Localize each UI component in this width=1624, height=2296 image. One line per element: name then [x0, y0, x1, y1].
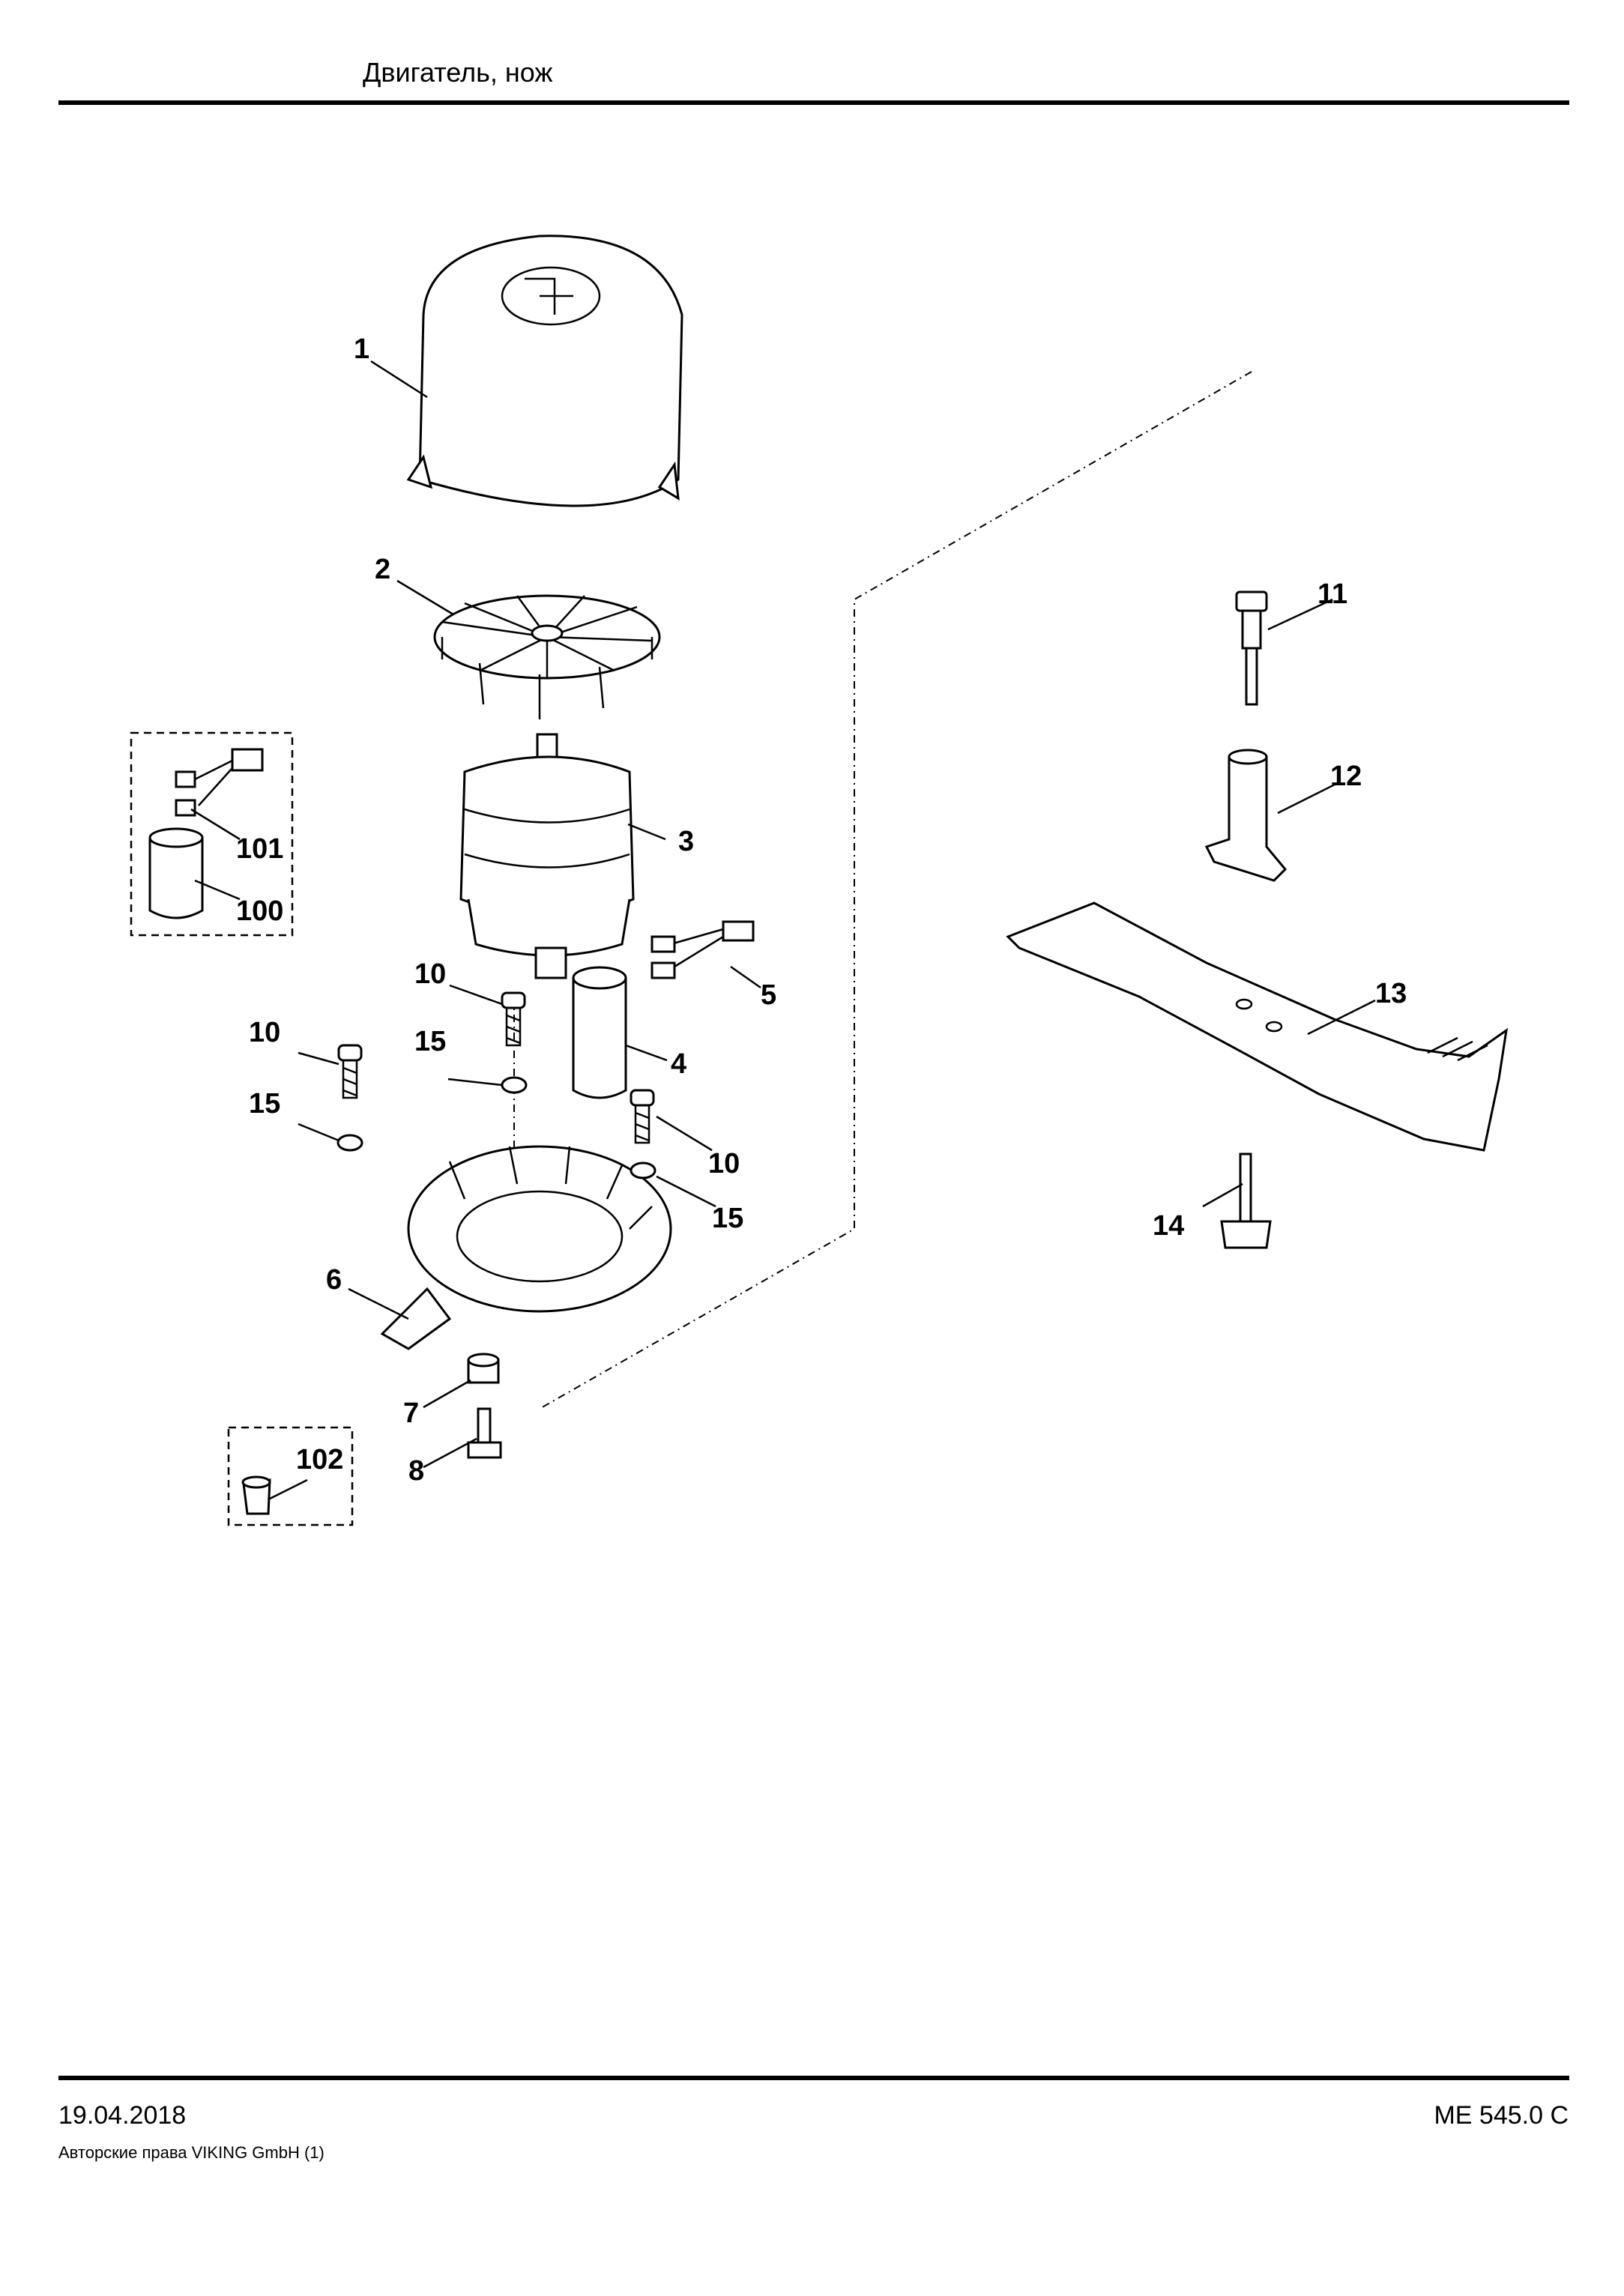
bolt-8-part [467, 1407, 502, 1459]
capacitor-100-part [148, 827, 204, 919]
wire-connector-part [650, 920, 755, 979]
callout-1: 1 [354, 333, 369, 365]
callout-102: 102 [296, 1444, 343, 1475]
callout-13: 13 [1375, 978, 1407, 1009]
callout-5: 5 [761, 979, 776, 1011]
blade-adapter-12-part [1204, 749, 1288, 882]
screw-10-middle [501, 991, 526, 1047]
nut-7-part [467, 1353, 500, 1384]
cable-101-part [175, 748, 264, 817]
motor-cover-part [406, 235, 683, 507]
footer-date: 19.04.2018 [58, 2101, 187, 2130]
blade-13-part [1006, 901, 1509, 1152]
callout-12: 12 [1330, 761, 1362, 792]
footer-model-code: ME 545.0 C [1434, 2101, 1569, 2130]
callout-8: 8 [408, 1455, 424, 1487]
callout-11: 11 [1317, 578, 1347, 610]
callout-101: 101 [236, 833, 283, 865]
callout-14: 14 [1153, 1210, 1184, 1242]
washer-15-left [336, 1134, 363, 1152]
callout-15-middle: 15 [414, 1026, 446, 1057]
screw-10-right [630, 1089, 655, 1144]
callout-100: 100 [236, 895, 283, 927]
blade-bolt-14-part [1220, 1152, 1272, 1249]
callout-10-right: 10 [708, 1148, 740, 1179]
washer-15-right [630, 1161, 656, 1179]
callout-10-middle: 10 [414, 958, 446, 990]
page-title: Двигатель, нож [363, 57, 553, 88]
option-box-102 [227, 1426, 354, 1526]
pin-11-part [1235, 590, 1268, 706]
callout-15-right: 15 [712, 1203, 743, 1234]
motor-part [459, 733, 635, 979]
cap-102-part [241, 1475, 271, 1515]
motor-mount-part [380, 1145, 672, 1350]
callout-10-left: 10 [249, 1017, 280, 1048]
capacitor-part [572, 966, 627, 1099]
callout-6: 6 [326, 1264, 342, 1296]
leader-lines [190, 360, 1376, 1500]
washer-15-middle [501, 1076, 528, 1094]
callout-4: 4 [671, 1048, 686, 1080]
fan-part [433, 594, 661, 719]
screw-10-left [337, 1044, 363, 1099]
option-box-100-101 [130, 731, 294, 937]
header-divider [58, 100, 1569, 105]
callout-7: 7 [403, 1398, 419, 1429]
callout-2: 2 [375, 554, 390, 585]
callout-3: 3 [678, 826, 694, 857]
callout-15-left: 15 [249, 1088, 280, 1120]
footer-copyright: Авторские права VIKING GmbH (1) [58, 2143, 325, 2162]
dash-line-right [539, 371, 1252, 1410]
footer-divider [58, 2076, 1569, 2080]
